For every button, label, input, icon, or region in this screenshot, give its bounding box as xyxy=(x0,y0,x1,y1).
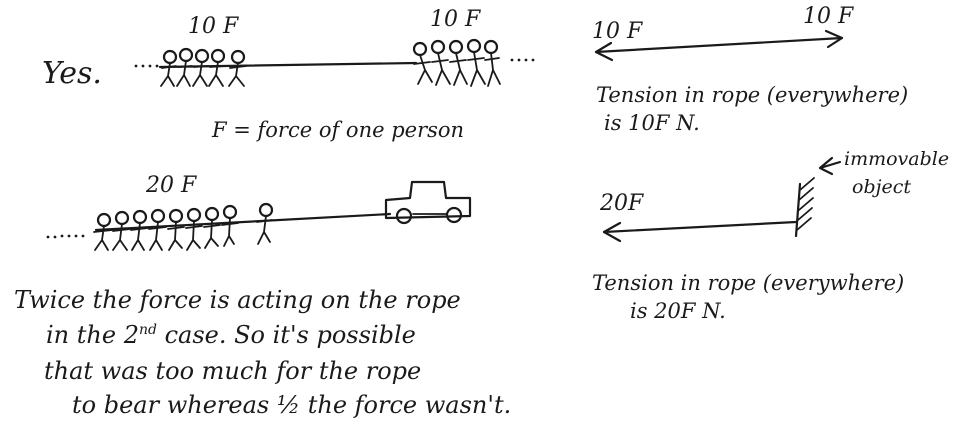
left-team-people xyxy=(160,47,247,87)
immovable-object-wall xyxy=(794,177,815,238)
diagram2-tension-line2: is 20F N. xyxy=(630,299,726,323)
conclusion-line2-post: case. So it's possible xyxy=(157,321,416,349)
diagram2-force-label: 20F xyxy=(599,191,644,216)
truck xyxy=(384,180,472,225)
conclusion-line2-pre: in the 2 xyxy=(46,321,139,349)
immovable-object-pointer xyxy=(818,156,842,176)
rope-lead-dots-bottom xyxy=(46,234,85,239)
force-definition: F = force of one person xyxy=(211,118,464,142)
diagram2-object-label-line2: object xyxy=(852,176,911,198)
left-team-force-label: 10 F xyxy=(188,14,239,39)
conclusion-line2-sup: nd xyxy=(139,322,157,338)
conclusion-line4: to bear whereas ½ the force wasn't. xyxy=(72,391,511,419)
diagram2-arrow xyxy=(602,220,798,243)
rope-top xyxy=(158,61,418,69)
diagram1-tension-line1: Tension in rope (everywhere) xyxy=(596,83,908,107)
rope-bottom xyxy=(94,212,392,232)
answer-text: Yes. xyxy=(42,56,102,91)
right-team-people xyxy=(412,38,501,87)
conclusion-line2: in the 2nd case. So it's possible xyxy=(46,321,416,349)
team-force-label: 20 F xyxy=(145,173,197,198)
team-people xyxy=(93,202,274,251)
conclusion-line3: that was too much for the rope xyxy=(44,357,421,385)
right-team-force-label: 10 F xyxy=(430,7,481,32)
rope-lead-dots-right xyxy=(510,58,535,62)
diagram2-object-label-line1: immovable xyxy=(844,148,949,170)
conclusion-line1: Twice the force is acting on the rope xyxy=(14,286,461,314)
diagram2-tension-line1: Tension in rope (everywhere) xyxy=(592,271,904,295)
diagram1-left-label: 10 F xyxy=(592,19,643,44)
diagram1-tension-line2: is 10F N. xyxy=(604,111,700,135)
diagram1-right-label: 10 F xyxy=(803,4,854,29)
diagram1-double-arrow xyxy=(594,29,844,62)
rope-lead-dots-left xyxy=(134,64,159,68)
